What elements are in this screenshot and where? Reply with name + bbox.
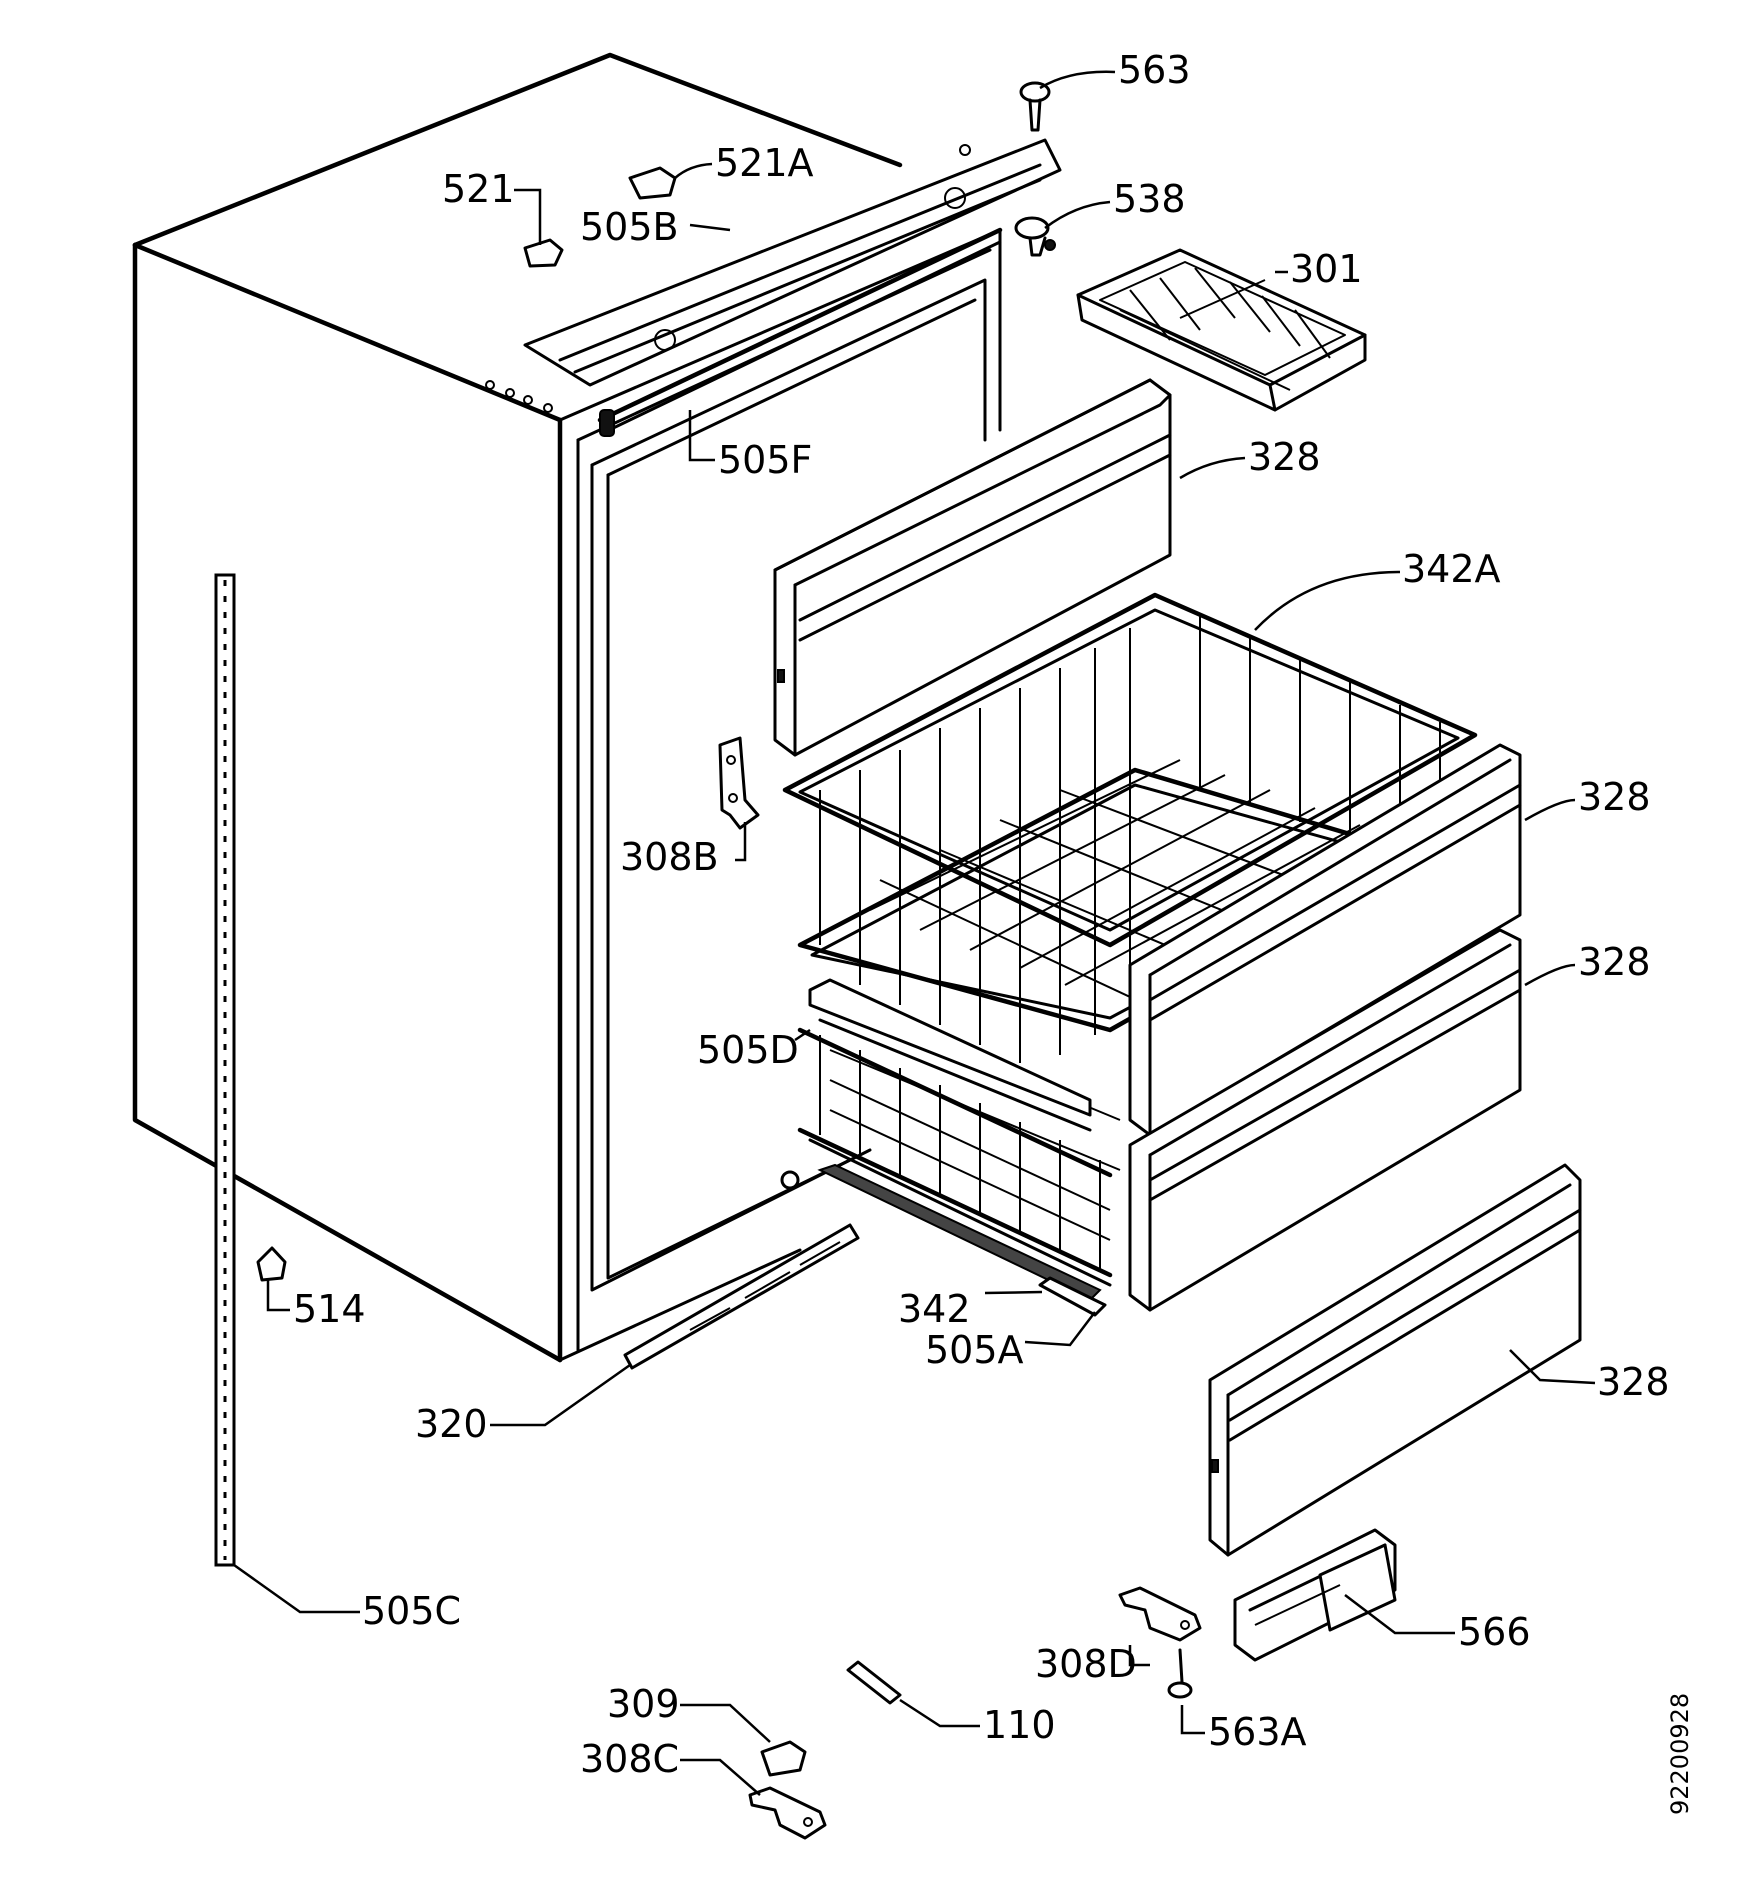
label-328-mid2: 328 [1578, 940, 1651, 984]
screw-563 [1019, 81, 1051, 132]
cap-521 [523, 238, 564, 268]
label-328-bottom: 328 [1597, 1360, 1670, 1404]
ice-tray [1076, 248, 1367, 412]
handle-566 [1233, 1528, 1397, 1662]
plug-514 [256, 1246, 287, 1282]
label-301: 301 [1290, 247, 1363, 291]
strip-505a [817, 1163, 1107, 1317]
part-labels: 563 521A 521 505B 538 301 505F 328 342A … [293, 48, 1694, 1815]
label-563: 563 [1118, 48, 1191, 92]
lower-basket-342 [780, 1027, 1113, 1287]
label-328-top: 328 [1248, 435, 1321, 479]
hinge-308b [718, 736, 760, 830]
label-110: 110 [983, 1703, 1056, 1747]
flap-328-mid2 [1128, 928, 1522, 1312]
hinge-308c [748, 1786, 827, 1840]
label-505c: 505C [362, 1589, 461, 1633]
flap-328-top [773, 378, 1172, 757]
label-505a: 505A [925, 1328, 1024, 1372]
pin-110 [846, 1660, 902, 1705]
label-342a: 342A [1402, 547, 1501, 591]
hinge-pin-538 [1014, 216, 1056, 257]
label-328-mid1: 328 [1578, 775, 1651, 819]
label-308d: 308D [1035, 1642, 1137, 1686]
cap-309 [760, 1740, 807, 1777]
strip-505d [808, 978, 1092, 1132]
label-538: 538 [1113, 177, 1186, 221]
leader-lines [233, 70, 1596, 1796]
drawing-number: 92200928 [1666, 1693, 1694, 1815]
gasket-strip-505f [597, 227, 1003, 437]
label-521: 521 [442, 167, 515, 211]
label-563a: 563A [1208, 1710, 1307, 1754]
rail-320 [623, 1223, 860, 1370]
label-308b: 308B [620, 835, 719, 879]
label-505d: 505D [697, 1028, 799, 1072]
cap-521a [628, 166, 677, 200]
label-566: 566 [1458, 1610, 1531, 1654]
label-505f: 505F [718, 438, 812, 482]
hinge-308d [1118, 1586, 1202, 1642]
gasket-505c [214, 573, 236, 1567]
flap-328-bottom [1208, 1163, 1582, 1557]
screw-563a [1167, 1648, 1193, 1699]
label-514: 514 [293, 1287, 366, 1331]
label-308c: 308C [580, 1737, 679, 1781]
label-521a: 521A [715, 141, 814, 185]
flap-328-mid1 [1128, 743, 1522, 1137]
top-hinge-plate [523, 138, 1062, 387]
label-342: 342 [898, 1287, 971, 1331]
label-309: 309 [607, 1682, 680, 1726]
label-505b: 505B [580, 205, 679, 249]
label-320: 320 [415, 1402, 488, 1446]
